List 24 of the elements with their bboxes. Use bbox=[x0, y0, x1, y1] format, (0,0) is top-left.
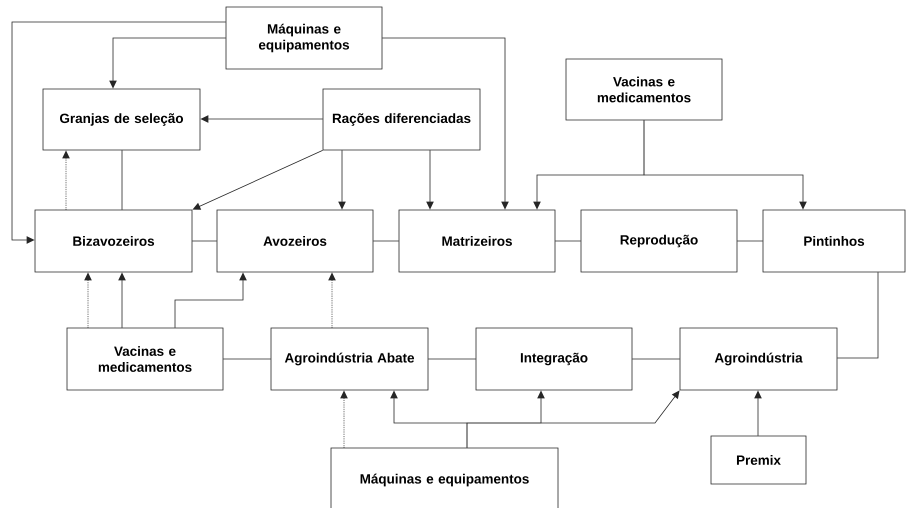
process-box: Premix bbox=[710, 436, 806, 484]
connector-line bbox=[555, 240, 581, 242]
connector-line bbox=[632, 358, 680, 360]
process-box: Pintinhos bbox=[762, 210, 906, 272]
process-box: Reprodução bbox=[580, 210, 738, 272]
process-box: Integração bbox=[476, 328, 632, 390]
process-box: Máquinas e equipamentos bbox=[330, 448, 558, 508]
connector-line bbox=[837, 272, 878, 358]
arrow bbox=[12, 22, 226, 244]
connector-line bbox=[737, 240, 763, 242]
process-box: Granjas de seleção bbox=[42, 88, 200, 150]
process-box: Matrizeiros bbox=[398, 210, 556, 272]
process-box: Bizavozeiros bbox=[34, 210, 192, 272]
connector-line bbox=[428, 358, 476, 360]
connector-line bbox=[223, 358, 271, 360]
connector-line bbox=[373, 240, 399, 242]
connector-line bbox=[192, 240, 217, 242]
process-box: Vacinas e medicamentos bbox=[566, 58, 722, 120]
process-box: Vacinas e medicamentos bbox=[66, 328, 224, 390]
process-box: Avozeiros bbox=[216, 210, 374, 272]
process-box: Agroindústria Abate bbox=[270, 328, 428, 390]
process-box: Rações diferenciadas bbox=[322, 88, 480, 150]
process-box: Máquinas e equipamentos bbox=[226, 6, 382, 70]
process-box: Agroindústria bbox=[680, 328, 838, 390]
